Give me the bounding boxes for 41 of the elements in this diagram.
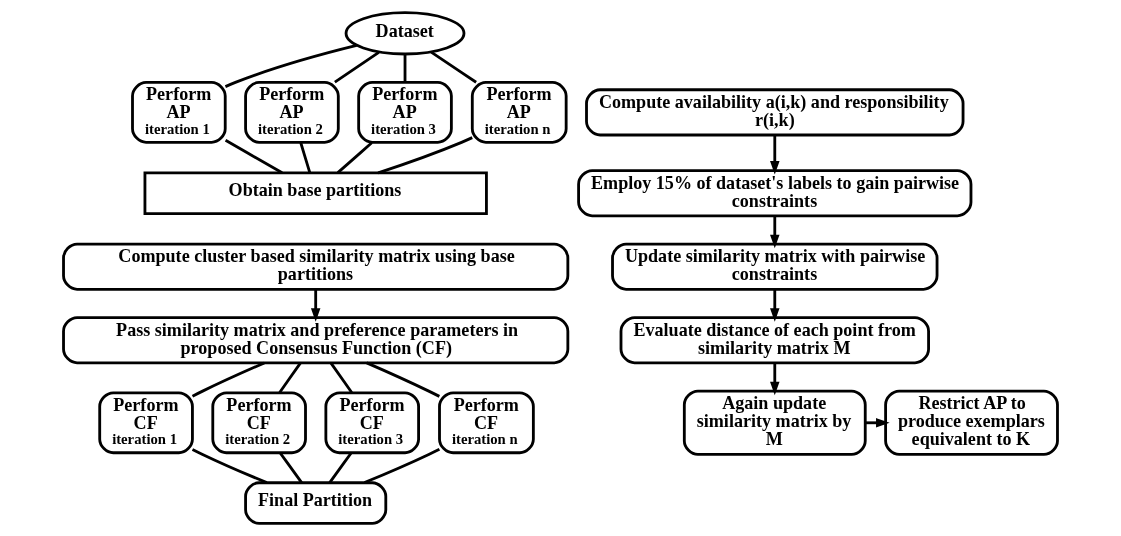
node-box: Compute cluster based similarity matrix using base partitions [62, 242, 570, 291]
arrow [770, 135, 780, 175]
node-box: Compute availability a(i,k) and responsibility r(i,k) [585, 88, 965, 137]
connector [334, 51, 380, 84]
connector [403, 54, 407, 83]
node-ellipse: Dataset [344, 11, 466, 56]
node-box: Again update similarity matrix by M [682, 389, 867, 456]
node-box: Perform CF iteration 2 [211, 391, 307, 455]
connector [363, 448, 441, 484]
node-box: Perform AP iteration 1 [131, 81, 227, 144]
connector [279, 452, 303, 484]
connector [336, 141, 373, 174]
connector [299, 142, 312, 173]
connector [328, 452, 353, 484]
arrow [770, 362, 780, 396]
node-box: Restrict AP to produce exemplars equivalent to K [884, 389, 1059, 456]
node-box: Perform CF iteration 1 [98, 391, 194, 455]
connector [224, 44, 357, 88]
node-box: Final Partition [244, 481, 388, 525]
arrow [770, 216, 780, 249]
node-box: Perform CF iteration n [438, 391, 535, 455]
node-box: Obtain base partitions [143, 171, 488, 215]
connector [224, 139, 283, 175]
node-box: Update similarity matrix with pairwise constraints [611, 242, 939, 291]
connector [430, 50, 477, 84]
connector [366, 361, 440, 398]
node-box: Perform AP iteration n [470, 81, 568, 144]
connector [278, 362, 302, 394]
node-box: Perform CF iteration 3 [324, 391, 420, 455]
arrow [770, 289, 780, 322]
arrow [865, 418, 890, 428]
arrow [310, 289, 321, 322]
node-box: Employ 15% of dataset's labels to gain pairwise constraints [577, 169, 973, 218]
connector [191, 361, 265, 398]
node-box: Perform AP iteration 3 [357, 81, 453, 144]
connector [191, 448, 268, 484]
node-box: Evaluate distance of each point from similarity matrix M [619, 316, 930, 365]
node-box: Pass similarity matrix and preference parameters in proposed Consensus Function (CF) [62, 316, 570, 365]
connector [329, 362, 353, 394]
node-box: Perform AP iteration 2 [244, 81, 340, 144]
connector [377, 136, 473, 175]
